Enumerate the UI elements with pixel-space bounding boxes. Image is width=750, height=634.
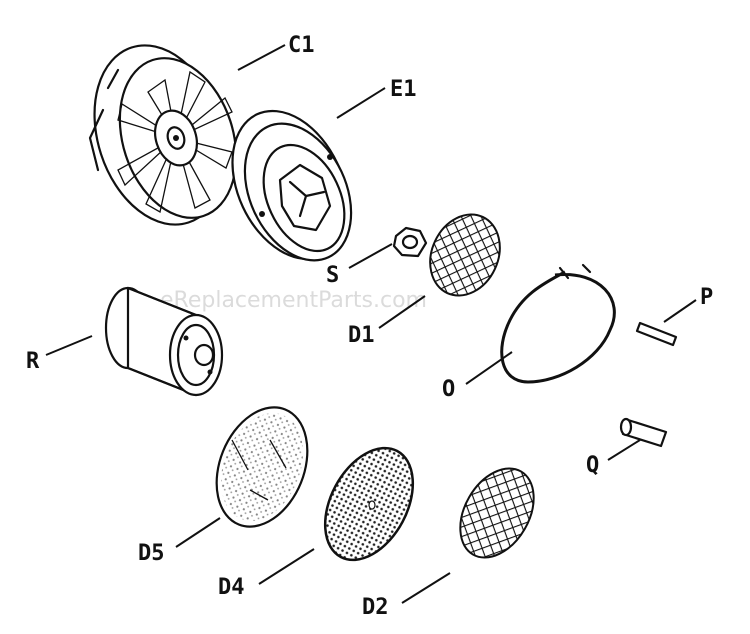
label-d4: D4 xyxy=(218,575,245,600)
part-q-pin xyxy=(619,417,668,448)
label-d5: D5 xyxy=(138,541,165,566)
part-e1-starter-cup xyxy=(231,109,353,262)
leader-s xyxy=(348,243,393,269)
leader-e1 xyxy=(336,87,386,119)
label-p: P xyxy=(700,285,713,310)
label-s: S xyxy=(326,263,339,288)
label-d1: D1 xyxy=(348,323,375,348)
label-r: R xyxy=(26,349,40,374)
leader-d5 xyxy=(175,517,221,548)
leader-q xyxy=(607,439,641,461)
part-p-pin xyxy=(635,321,678,347)
leader-r xyxy=(45,335,93,356)
leader-d4 xyxy=(258,548,315,585)
leader-d2 xyxy=(401,572,451,604)
part-d2-large-screen xyxy=(459,467,535,559)
label-o: O xyxy=(442,377,455,402)
part-d4-perforated-disc xyxy=(323,446,415,562)
part-o-retaining-ring xyxy=(500,263,616,384)
part-d5-louvered-plate xyxy=(215,406,309,528)
part-r-spacer-shaft xyxy=(104,286,224,397)
part-s-nut xyxy=(392,226,428,258)
leader-p xyxy=(663,299,697,323)
label-e1: E1 xyxy=(390,77,417,102)
label-q: Q xyxy=(586,453,599,478)
leader-c1 xyxy=(237,44,286,71)
label-d2: D2 xyxy=(362,595,389,620)
part-d1-small-screen xyxy=(429,213,501,297)
leader-o xyxy=(465,351,513,385)
part-c1-flywheel-fan xyxy=(88,44,238,226)
leader-d1 xyxy=(378,295,426,329)
callout-labels: C1 E1 S D1 R O P Q D5 D4 D2 xyxy=(26,33,713,620)
leader-lines xyxy=(45,44,697,604)
label-c1: C1 xyxy=(288,33,315,58)
watermark-text: eReplacementParts.com xyxy=(160,288,427,313)
